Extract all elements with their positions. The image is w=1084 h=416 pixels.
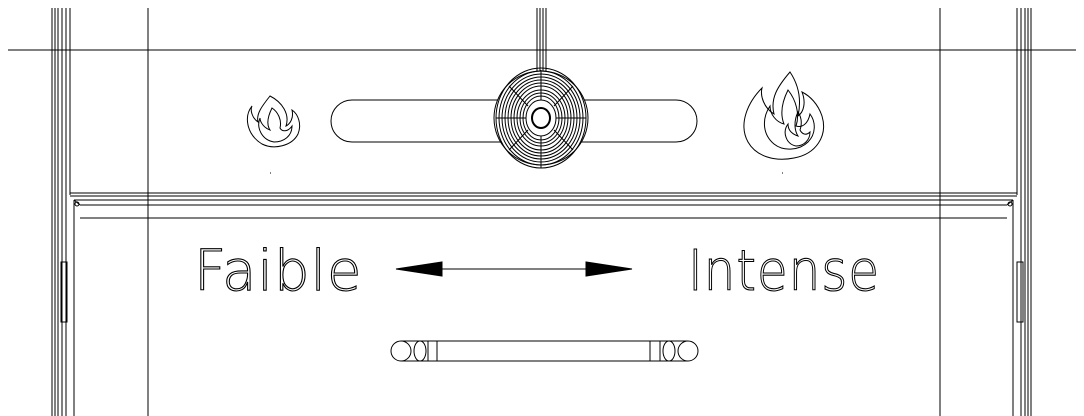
left-frame bbox=[51, 8, 149, 416]
large-flame-icon bbox=[743, 71, 824, 174]
control-knob-icon[interactable] bbox=[493, 67, 589, 169]
small-flame-icon bbox=[246, 95, 301, 174]
center-shaft bbox=[536, 8, 547, 75]
label-low: Faible bbox=[194, 239, 363, 304]
door-handle-icon[interactable] bbox=[390, 340, 699, 362]
double-arrow-icon bbox=[395, 261, 633, 277]
label-high: Intense bbox=[688, 239, 880, 304]
rail bbox=[70, 192, 1017, 219]
right-frame bbox=[939, 8, 1032, 416]
